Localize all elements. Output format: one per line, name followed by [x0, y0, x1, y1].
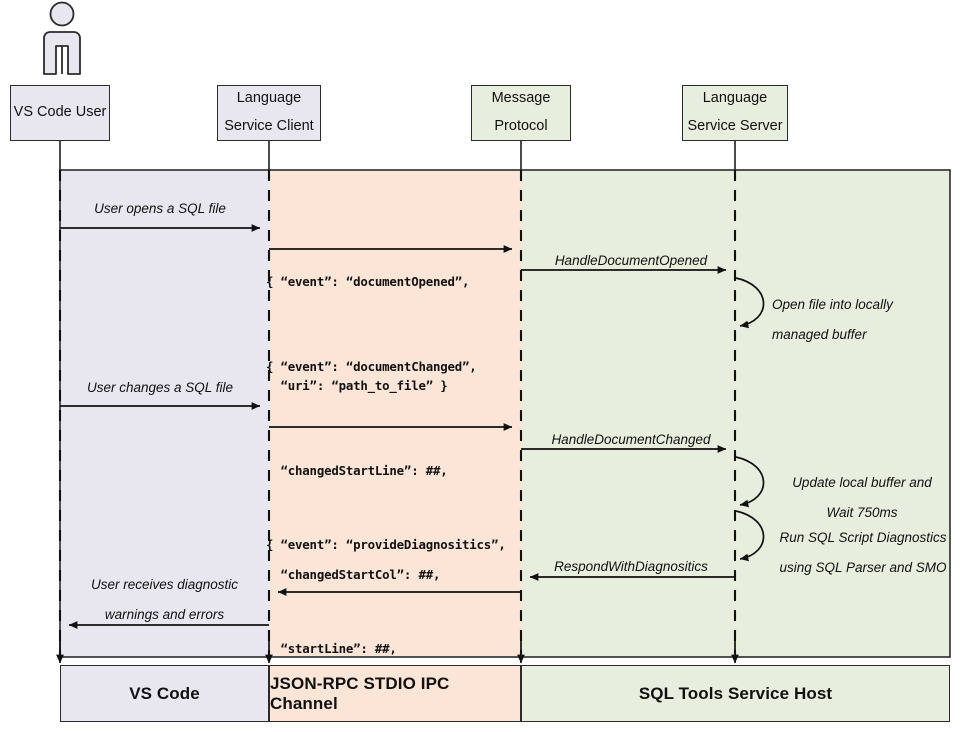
selfcall-update-buffer-wait [735, 456, 765, 508]
band-label-sql-tools-service-host[interactable]: SQL Tools Service Host [521, 665, 950, 722]
lifeline-label-line2: Service Server [687, 118, 783, 134]
lifeline-box-language-service-client[interactable]: Language Service Client [217, 85, 321, 141]
band-label-text: VS Code [129, 683, 200, 703]
json-line: “startLine”: ##, [266, 640, 397, 656]
selfcall-label-run-sql-script-diagnostics: Run SQL Script Diagnostics using SQL Par… [770, 523, 956, 583]
band-label-json-rpc-stdio-ipc-channel[interactable]: JSON-RPC STDIO IPC Channel [269, 665, 521, 722]
msg-line2: warnings and errors [104, 607, 225, 622]
json-line: “changedStartLine”: ##, [266, 462, 448, 478]
lifeline-label-line2: Protocol [494, 118, 548, 134]
selfcall-line1: Update local buffer and [792, 475, 932, 490]
lifeline-label-line1: Language [702, 90, 768, 107]
json-payload-provide-diagnositics: { “event”: “provideDiagnositics”, “start… [266, 459, 506, 732]
lifeline-box-language-service-server[interactable]: Language Service Server [682, 85, 788, 141]
selfcall-label-update-buffer-wait: Update local buffer and Wait 750ms [772, 468, 952, 528]
selfcall-line2: using SQL Parser and SMO [779, 560, 947, 575]
band-bg-ipc [269, 170, 521, 657]
selfcall-open-file-into-buffer [735, 277, 765, 329]
msg-label-handle-document-opened: HandleDocumentOpened [554, 253, 708, 268]
json-line: { “event”: “provideDiagnositics”, [266, 537, 506, 553]
selfcall-line1: Open file into locally [772, 297, 893, 312]
selfcall-label-open-file-into-buffer: Open file into locally managed buffer [772, 290, 952, 350]
json-line: { “event”: “documentOpened”, [266, 274, 470, 290]
lifeline-label-line1: VS Code User [13, 104, 107, 121]
lifeline-label-line1: Message [491, 90, 551, 107]
msg-label-handle-document-changed: HandleDocumentChanged [551, 432, 711, 447]
msg-label-user-receives-diagnostics: User receives diagnostic warnings and er… [62, 570, 267, 630]
msg-label-user-opens-sql-file: User opens a SQL file [94, 201, 226, 216]
lifeline-label-line2: Service Client [224, 118, 314, 134]
band-label-text: JSON-RPC STDIO IPC Channel [270, 673, 450, 713]
msg-label-user-changes-sql-file: User changes a SQL file [86, 380, 234, 395]
lifeline-box-vs-code-user[interactable]: VS Code User [10, 85, 110, 141]
json-line: “changedStartCol”: ##, [266, 566, 441, 582]
json-line: { “event”: “documentChanged”, [266, 359, 477, 375]
msg-line1: User receives diagnostic [90, 577, 239, 592]
lifeline-label-line1: Language [236, 90, 302, 107]
band-label-vs-code[interactable]: VS Code [60, 665, 269, 722]
selfcall-line1: Run SQL Script Diagnostics [779, 530, 947, 545]
band-label-text: SQL Tools Service Host [638, 683, 833, 703]
lifeline-box-message-protocol[interactable]: Message Protocol [471, 85, 571, 141]
msg-label-respond-with-diagnositics: RespondWithDiagnositics [554, 559, 708, 574]
band-bg-vs-code [60, 170, 269, 657]
selfcall-line2: Wait 750ms [826, 505, 898, 520]
json-line: “uri”: “path_to_file” } [266, 377, 448, 393]
json-payload-document-opened: { “event”: “documentOpened”, “uri”: “pat… [266, 196, 469, 473]
person-icon [43, 1, 81, 75]
selfcall-line2: managed buffer [772, 327, 867, 342]
selfcall-run-sql-script-diagnostics [735, 510, 765, 562]
